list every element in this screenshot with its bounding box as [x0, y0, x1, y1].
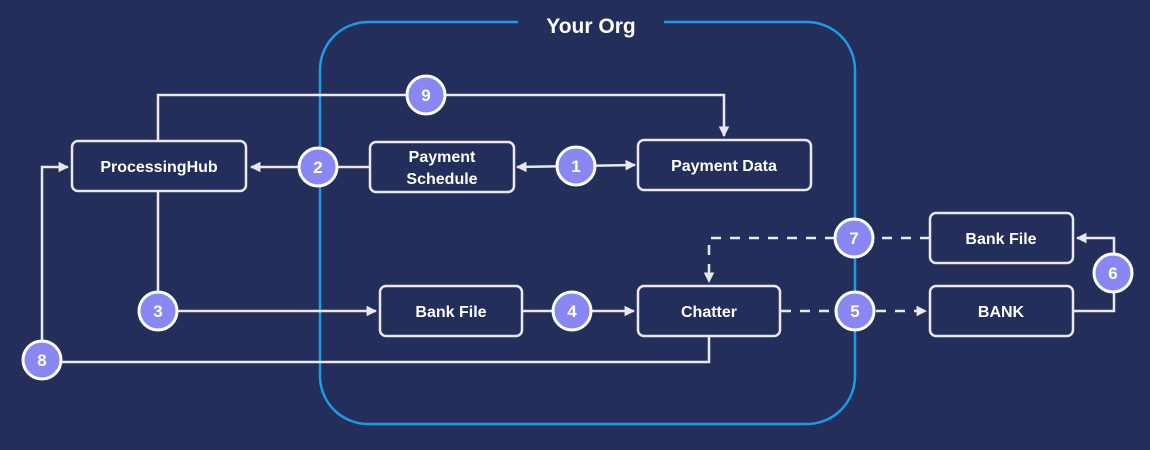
connector-step-7: [703, 236, 930, 284]
processing-hub-box[interactable]: ProcessingHub: [70, 139, 248, 193]
payment-schedule-label-line2: Schedule: [406, 171, 477, 188]
connector-step-3: [156, 192, 378, 317]
org-title: Your Org: [546, 15, 635, 38]
payment-data-box[interactable]: Payment Data: [636, 138, 813, 192]
payment-schedule-box[interactable]: Payment Schedule: [368, 140, 516, 194]
payment-schedule-label-line1: Payment: [409, 149, 476, 166]
step-badge-2: 2: [297, 146, 339, 188]
step-badge-4: 4: [551, 290, 593, 332]
svg-text:2: 2: [313, 158, 322, 177]
bank-label: BANK: [978, 304, 1025, 321]
chatter-label: Chatter: [681, 304, 737, 321]
step-badge-3: 3: [137, 290, 179, 332]
step-badge-5: 5: [834, 290, 876, 332]
bank-box[interactable]: BANK: [928, 284, 1075, 338]
step-badge-9: 9: [405, 74, 447, 116]
svg-text:4: 4: [567, 302, 577, 321]
bank-file-external-label: Bank File: [965, 231, 1036, 248]
svg-text:9: 9: [421, 86, 430, 105]
step-badge-6: 6: [1092, 252, 1134, 294]
svg-text:3: 3: [153, 302, 162, 321]
connector-step-8: [40, 161, 711, 364]
svg-text:6: 6: [1108, 264, 1117, 283]
org-title-gap: [518, 10, 664, 36]
step-badge-8: 8: [21, 339, 63, 381]
chatter-box[interactable]: Chatter: [636, 284, 782, 338]
bank-file-external-box[interactable]: Bank File: [928, 211, 1075, 265]
processing-hub-label: ProcessingHub: [100, 159, 218, 176]
svg-text:8: 8: [37, 351, 46, 370]
svg-text:5: 5: [850, 302, 859, 321]
svg-text:1: 1: [571, 157, 580, 176]
svg-text:7: 7: [849, 229, 858, 248]
step-badge-7: 7: [833, 217, 875, 259]
org-boundary: [318, 20, 857, 426]
step-badge-1: 1: [555, 145, 597, 187]
bank-file-internal-label: Bank File: [415, 304, 486, 321]
bank-file-internal-box[interactable]: Bank File: [378, 284, 524, 338]
payment-data-label: Payment Data: [671, 158, 777, 175]
